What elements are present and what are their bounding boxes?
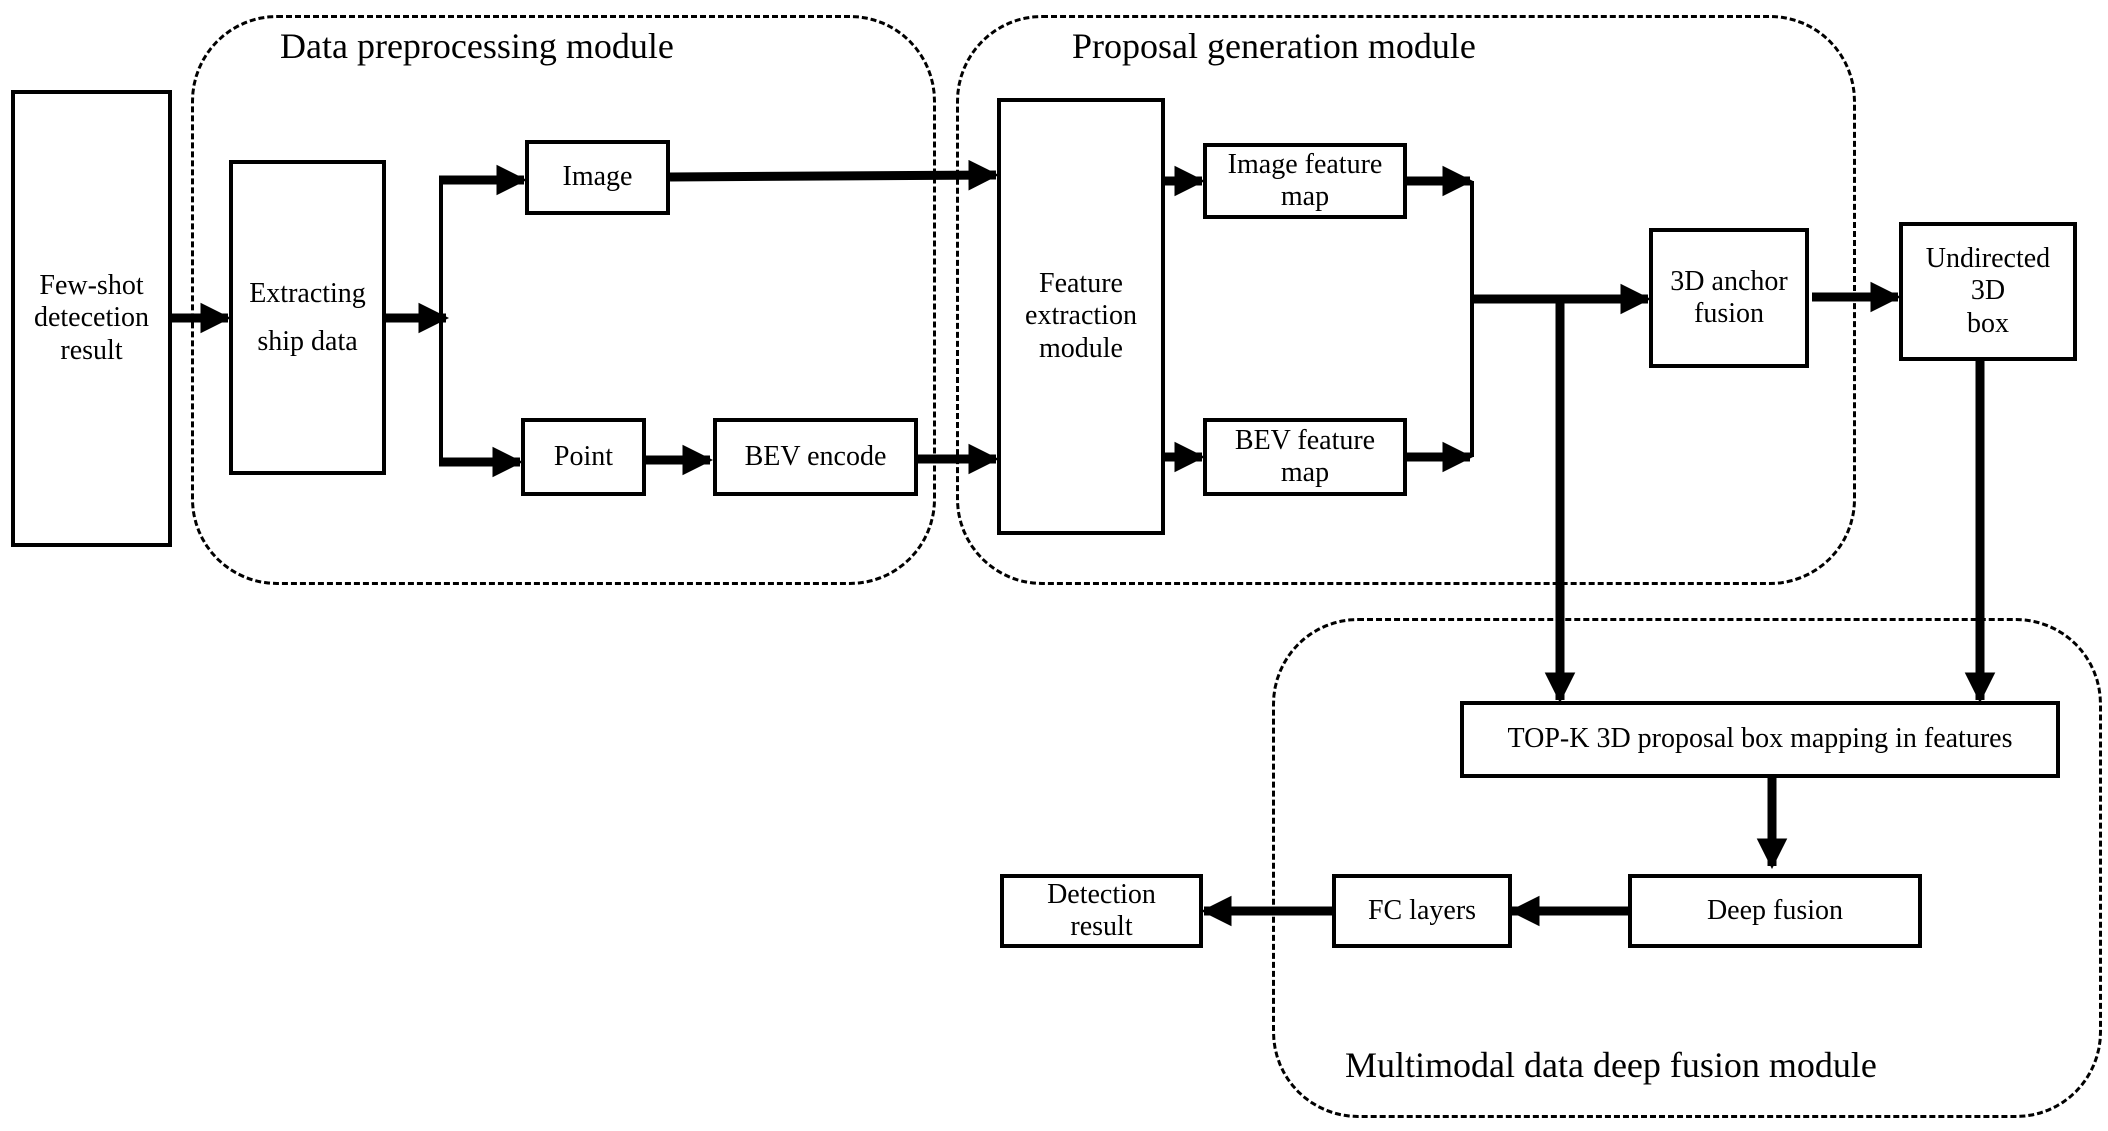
point-box: Point bbox=[521, 418, 646, 496]
fc-layers-label: FC layers bbox=[1367, 894, 1477, 926]
detection-result-label: Detection result bbox=[1047, 878, 1156, 942]
data-preprocessing-title: Data preprocessing module bbox=[280, 26, 674, 66]
topk-proposal-box: TOP-K 3D proposal box mapping in feature… bbox=[1460, 701, 2060, 778]
fc-layers-box: FC layers bbox=[1332, 874, 1512, 948]
bev-encode-box: BEV encode bbox=[713, 418, 918, 496]
feature-extraction-box: Feature extraction module bbox=[997, 98, 1165, 535]
detection-result-box: Detection result bbox=[1000, 874, 1203, 948]
feature-extraction-label: Feature extraction module bbox=[1025, 268, 1137, 364]
anchor-fusion-label: 3D anchor fusion bbox=[1670, 265, 1788, 329]
undirected-3d-label: Undirected 3D box bbox=[1925, 243, 2051, 339]
undirected-3d-box: Undirected 3D box bbox=[1899, 222, 2077, 361]
few-shot-result-box: Few-shot detecetion result bbox=[11, 90, 172, 547]
image-box: Image bbox=[525, 140, 670, 215]
proposal-generation-title: Proposal generation module bbox=[1072, 26, 1476, 66]
extracting-ship-data-box: Extracting ship data bbox=[229, 160, 386, 475]
topk-proposal-label: TOP-K 3D proposal box mapping in feature… bbox=[1507, 723, 2013, 755]
deep-fusion-region bbox=[1272, 618, 2102, 1118]
anchor-fusion-box: 3D anchor fusion bbox=[1649, 228, 1809, 368]
extracting-ship-data-label: Extracting ship data bbox=[249, 277, 366, 357]
image-feature-map-label: Image feature map bbox=[1227, 148, 1383, 212]
bev-feature-map-box: BEV feature map bbox=[1203, 418, 1407, 496]
data-preprocessing-region bbox=[191, 15, 936, 585]
point-label: Point bbox=[553, 440, 614, 472]
deep-fusion-title: Multimodal data deep fusion module bbox=[1345, 1045, 1877, 1085]
image-feature-map-box: Image feature map bbox=[1203, 143, 1407, 219]
deep-fusion-label: Deep fusion bbox=[1706, 894, 1844, 926]
few-shot-result-label: Few-shot detecetion result bbox=[33, 270, 150, 366]
bev-feature-map-label: BEV feature map bbox=[1234, 424, 1376, 488]
arrow-image-to-feature-extraction bbox=[669, 159, 1000, 191]
bev-encode-label: BEV encode bbox=[744, 440, 887, 472]
deep-fusion-box: Deep fusion bbox=[1628, 874, 1922, 948]
image-label: Image bbox=[562, 161, 633, 193]
